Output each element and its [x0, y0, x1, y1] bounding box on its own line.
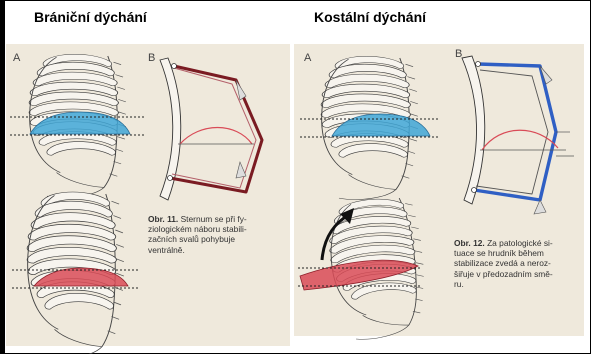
caption-fig11-label: Obr. 11.	[148, 214, 178, 224]
caption-fig11: Obr. 11. Sternum se při fy- ziologickém …	[148, 214, 284, 255]
caption-fig12-line3: stabilizace zvedá a neroz-	[454, 258, 551, 268]
caption-fig12-line5: ru.	[454, 279, 464, 289]
caption-fig12: Obr. 12. Za patologické si- tuace se hru…	[454, 238, 580, 289]
caption-fig12-line1: Za patologické si-	[487, 238, 553, 248]
left-sternum-diagram	[160, 58, 262, 200]
caption-fig12-label: Obr. 12.	[454, 238, 485, 248]
caption-fig11-line4: ventrálně.	[148, 245, 185, 255]
caption-fig12-line4: šiřuje v předozadním smě-	[454, 269, 553, 279]
caption-fig12-line2: tuace se hrudník během	[454, 248, 544, 258]
right-sternum-diagram	[462, 56, 574, 214]
caption-fig11-line1: Sternum se při fy-	[181, 214, 247, 224]
caption-fig11-line3: začních svalů pohybuje	[148, 234, 235, 244]
caption-fig11-line2: ziologickém náboru stabili-	[148, 224, 247, 234]
